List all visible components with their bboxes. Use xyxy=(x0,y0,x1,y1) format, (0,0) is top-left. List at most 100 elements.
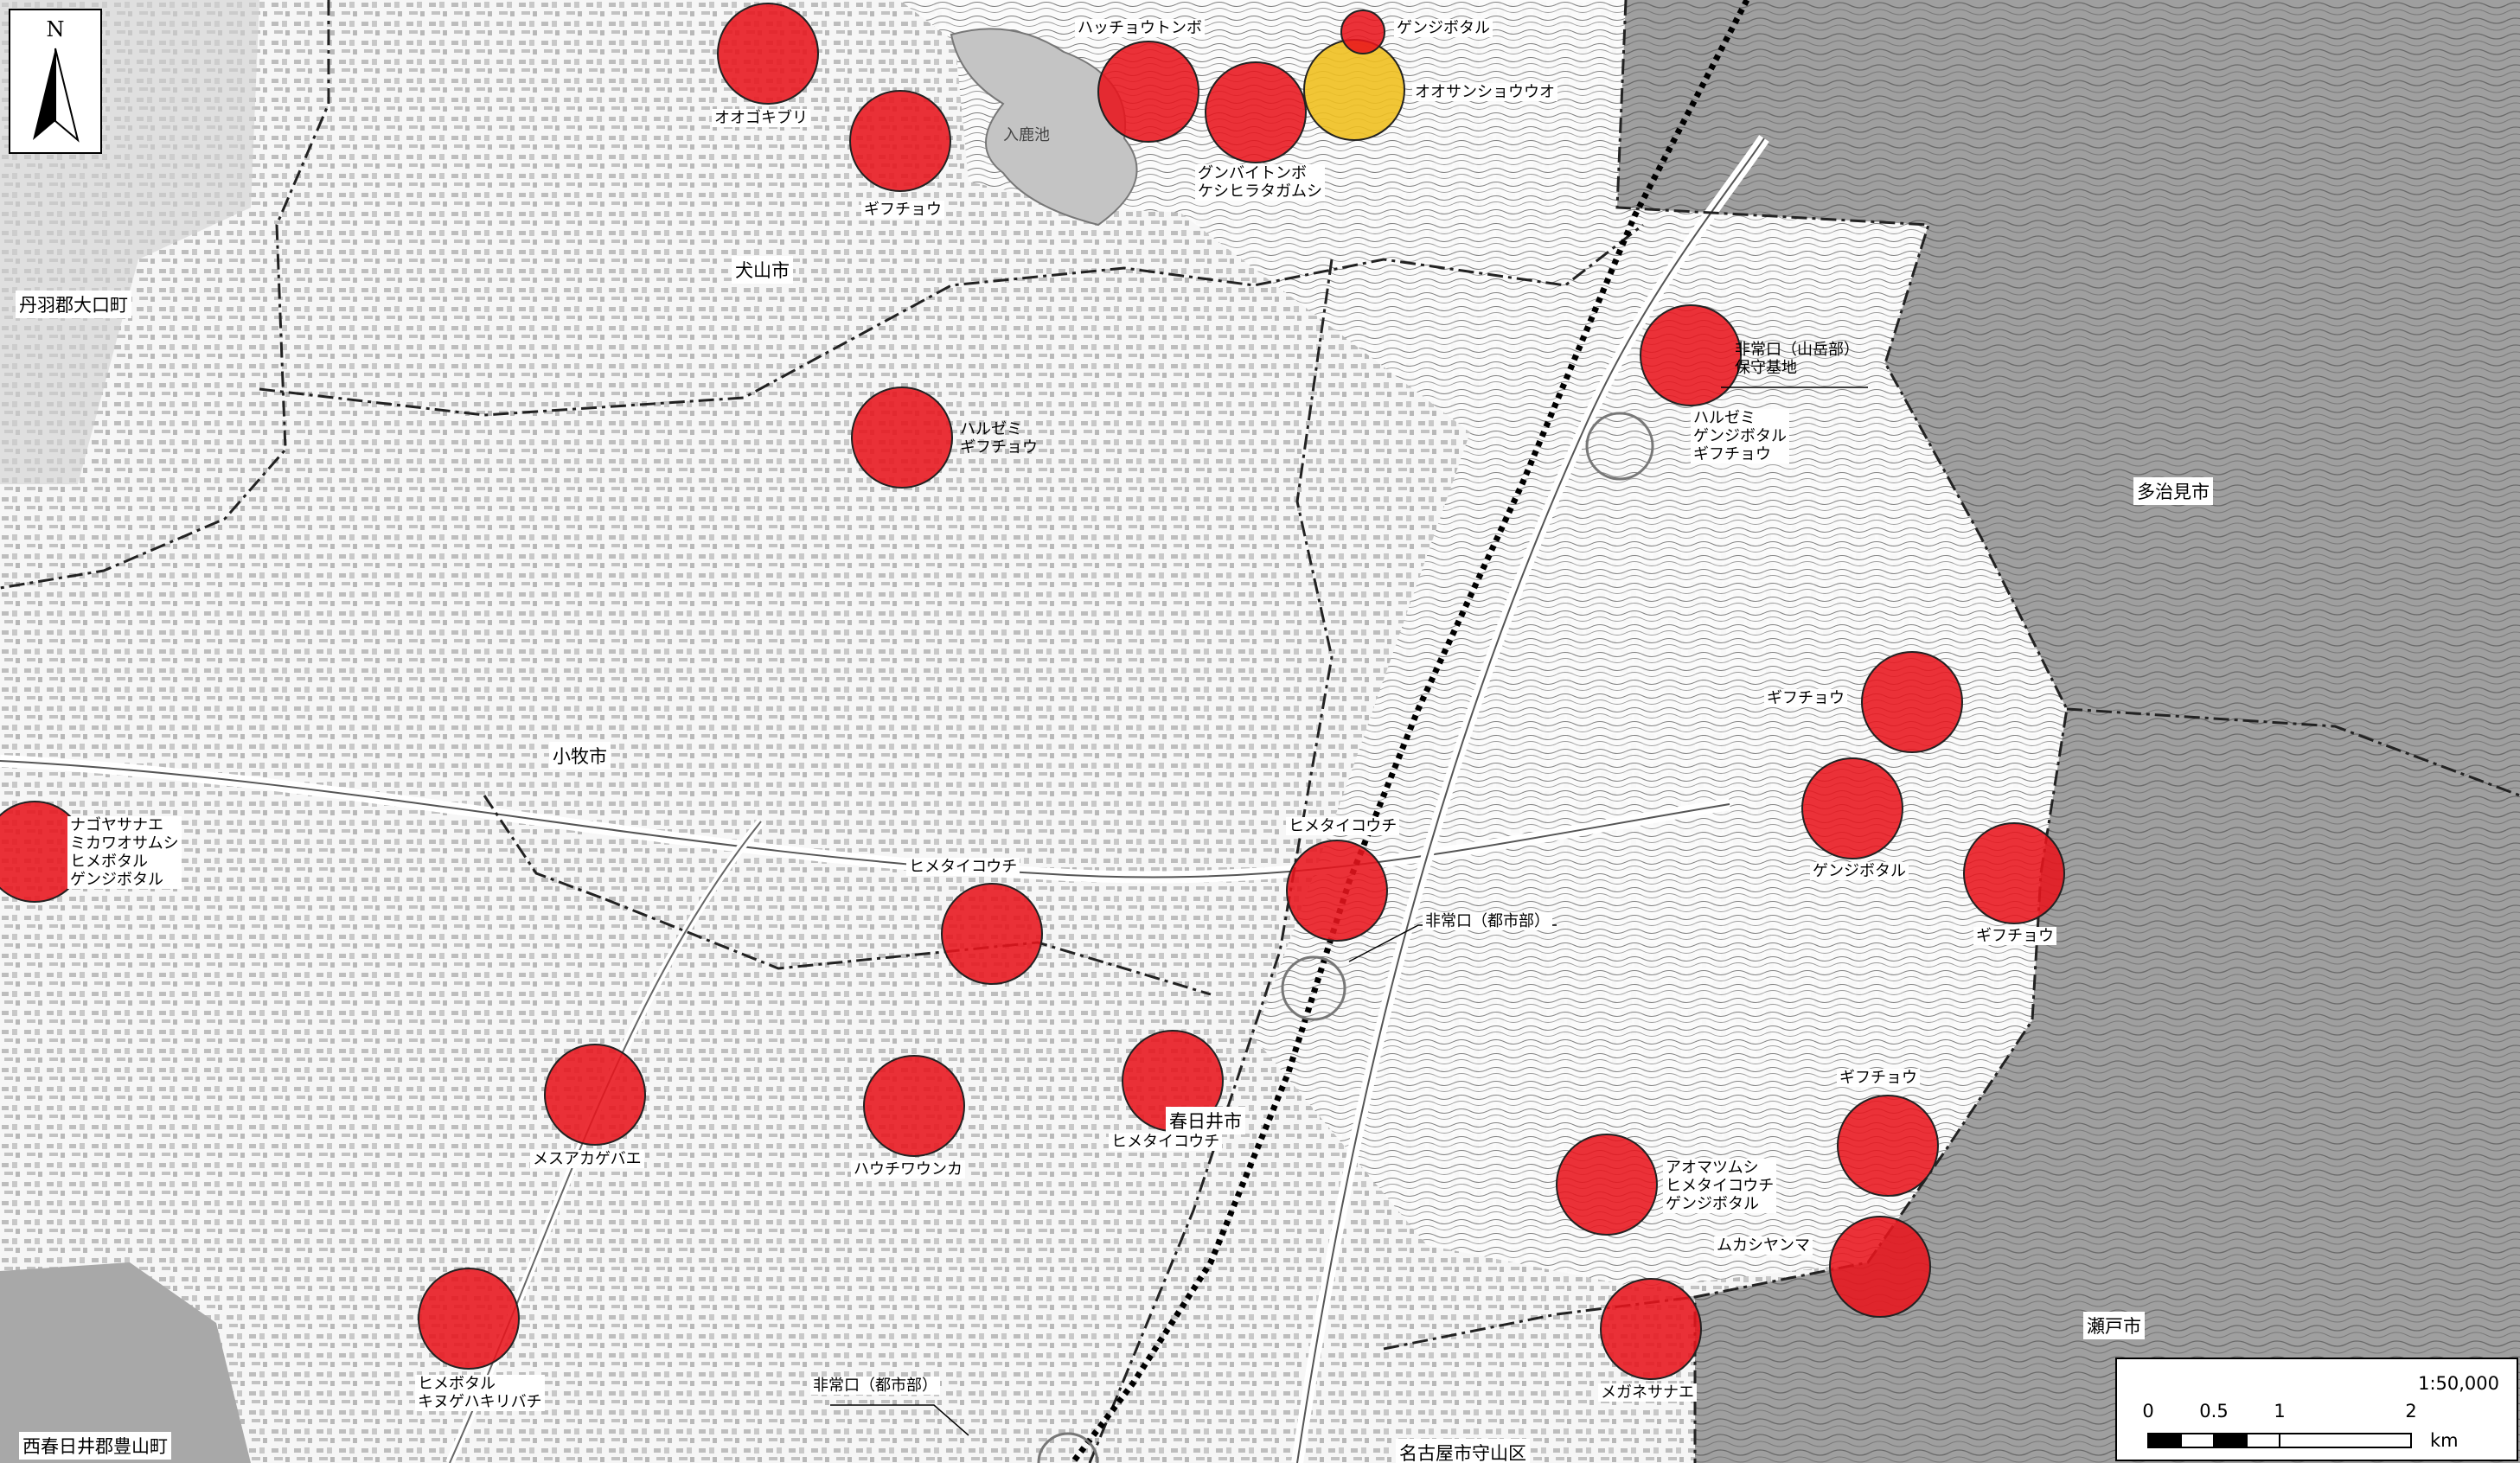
marker-label-m19-line: ムカシヤンマ xyxy=(1717,1236,1810,1255)
city-label-seto: 瀬戸市 xyxy=(2083,1312,2145,1339)
marker-label-m12-line: ハウチワウンカ xyxy=(854,1160,963,1179)
marker-label-m09: ヒメタイコウチ xyxy=(906,858,1020,876)
scale-tick: 0.5 xyxy=(2199,1401,2229,1421)
marker-m02 xyxy=(849,90,951,192)
marker-label-m11: メスアカゲバエ xyxy=(530,1150,644,1168)
scale-bar-graphic xyxy=(2147,1433,2412,1448)
marker-label-m01-line: オオゴキブリ xyxy=(714,109,808,127)
marker-m18 xyxy=(1837,1095,1939,1197)
marker-label-m01: オオゴキブリ xyxy=(712,109,810,127)
scale-tick: 0 xyxy=(2142,1401,2154,1421)
marker-label-m20-line: ゲンジボタル xyxy=(1666,1195,1759,1213)
marker-label-m22: 非常口（山岳部） 保守基地 xyxy=(1735,341,1859,377)
marker-m12 xyxy=(863,1055,965,1157)
marker-label-m08: ナゴヤサナエ ミカワオサムシ ヒメボタル ゲンジボタル xyxy=(67,816,182,889)
marker-m11 xyxy=(544,1044,646,1146)
marker-label-m13: ヒメタイコウチ xyxy=(1109,1133,1223,1151)
marker-label-m02: ギフチョウ xyxy=(861,201,944,219)
north-arrow-icon xyxy=(33,48,80,143)
extra-label-l1-line: ケシヒラタガムシ xyxy=(1198,182,1322,201)
marker-label-m16: ゲンジボタル xyxy=(1810,862,1909,880)
marker-label-m03: ハッチョウトンボ xyxy=(1075,19,1205,37)
marker-label-m10-line: ヒメタイコウチ xyxy=(1289,817,1398,835)
marker-label-m14: ヒメボタル キヌゲハキリバチ xyxy=(415,1375,545,1411)
marker-m03 xyxy=(1097,41,1199,143)
svg-text:入鹿池: 入鹿池 xyxy=(1003,126,1050,144)
extra-label-l2-line: ゲンジボタル xyxy=(1693,427,1787,445)
north-letter: N xyxy=(46,17,65,42)
marker-m21 xyxy=(1600,1278,1702,1380)
marker-label-m07-line: ギフチョウ xyxy=(960,438,1038,457)
scale-tick: 1 xyxy=(2274,1401,2286,1421)
marker-m16 xyxy=(1801,757,1903,859)
marker-label-m22-line: 保守基地 xyxy=(1735,359,1797,377)
marker-label-m13-line: ヒメタイコウチ xyxy=(1111,1133,1220,1151)
marker-m15 xyxy=(1861,651,1963,753)
marker-m07 xyxy=(851,387,953,489)
marker-m14 xyxy=(418,1268,520,1370)
extra-label-l3: 非常口（都市部） xyxy=(1423,912,1552,930)
marker-label-m04-line: ゲンジボタル xyxy=(1397,19,1490,37)
scale-bar: 1:50,000 0 0.5 1 2 km xyxy=(2115,1358,2518,1461)
marker-m10 xyxy=(1286,840,1388,942)
marker-label-m03-line: ハッチョウトンボ xyxy=(1078,19,1202,37)
marker-label-m08-line: ナゴヤサナエ xyxy=(70,816,163,834)
marker-label-m20-line: ヒメタイコウチ xyxy=(1666,1177,1775,1195)
marker-label-m20-line: アオマツムシ xyxy=(1666,1159,1759,1177)
extra-label-l4-line: 非常口（都市部） xyxy=(813,1377,937,1395)
city-label-komaki: 小牧市 xyxy=(549,742,611,770)
extra-label-l1-line: グンバイトンボ xyxy=(1198,164,1307,182)
marker-label-m21-line: メガネサナエ xyxy=(1601,1383,1694,1402)
city-label-niwa: 丹羽郡大口町 xyxy=(16,291,131,318)
marker-label-m06-line: オオサンショウウオ xyxy=(1415,83,1555,101)
scale-tick: 2 xyxy=(2405,1401,2417,1421)
marker-label-m12: ハウチワウンカ xyxy=(851,1160,965,1179)
marker-label-m16-line: ゲンジボタル xyxy=(1813,862,1906,880)
marker-label-m20: アオマツムシ ヒメタイコウチ ゲンジボタル xyxy=(1663,1159,1777,1213)
extra-label-l3-line: 非常口（都市部） xyxy=(1425,912,1550,930)
marker-label-m04: ゲンジボタル xyxy=(1394,19,1493,37)
marker-label-m18-line: ギフチョウ xyxy=(1839,1069,1917,1087)
scale-ratio: 1:50,000 xyxy=(2418,1373,2499,1394)
marker-label-m08-line: ヒメボタル xyxy=(70,853,148,871)
north-arrow: N xyxy=(9,9,102,154)
marker-m09 xyxy=(941,883,1043,985)
marker-label-m15-line: ギフチョウ xyxy=(1767,689,1845,707)
marker-label-m18: ギフチョウ xyxy=(1837,1069,1920,1087)
city-label-moriyama: 名古屋市守山区 xyxy=(1396,1439,1530,1463)
marker-m22 xyxy=(1640,304,1742,406)
marker-label-m08-line: ミカワオサムシ xyxy=(70,834,179,853)
marker-label-m15: ギフチョウ xyxy=(1764,689,1847,707)
marker-m05 xyxy=(1205,61,1307,163)
marker-label-m14-line: キヌゲハキリバチ xyxy=(418,1393,542,1411)
marker-label-m22-line: 非常口（山岳部） xyxy=(1735,341,1859,359)
marker-label-m08-line: ゲンジボタル xyxy=(70,871,163,889)
marker-m17 xyxy=(1963,822,2065,924)
scale-unit: km xyxy=(2430,1430,2459,1451)
marker-label-m21: メガネサナエ xyxy=(1598,1383,1697,1402)
city-label-inuyama: 犬山市 xyxy=(732,256,793,284)
city-label-tajimi: 多治見市 xyxy=(2133,477,2213,505)
extra-label-l1: グンバイトンボ ケシヒラタガムシ xyxy=(1195,164,1325,201)
marker-label-m06: オオサンショウウオ xyxy=(1412,83,1557,101)
extra-label-l2-line: ハルゼミ xyxy=(1693,409,1756,427)
marker-label-m07: ハルゼミ ギフチョウ xyxy=(960,420,1038,457)
city-label-kasugai: 春日井市 xyxy=(1166,1107,1245,1134)
extra-label-l2-line: ギフチョウ xyxy=(1693,445,1771,463)
marker-label-m17: ギフチョウ xyxy=(1973,927,2056,945)
extra-label-l4: 非常口（都市部） xyxy=(810,1377,940,1395)
marker-label-m11-line: メスアカゲバエ xyxy=(533,1150,642,1168)
extra-label-l2: ハルゼミ ゲンジボタル ギフチョウ xyxy=(1691,409,1789,463)
marker-m01 xyxy=(717,3,819,105)
marker-label-m19: ムカシヤンマ xyxy=(1714,1236,1813,1255)
city-label-toyoyama: 西春日井郡豊山町 xyxy=(19,1432,171,1460)
marker-m04 xyxy=(1340,10,1385,54)
marker-label-m14-line: ヒメボタル xyxy=(418,1375,496,1393)
marker-m20 xyxy=(1556,1134,1658,1236)
marker-label-m07-line: ハルゼミ xyxy=(960,420,1022,438)
marker-label-m10: ヒメタイコウチ xyxy=(1286,817,1400,835)
marker-label-m17-line: ギフチョウ xyxy=(1976,927,2054,945)
